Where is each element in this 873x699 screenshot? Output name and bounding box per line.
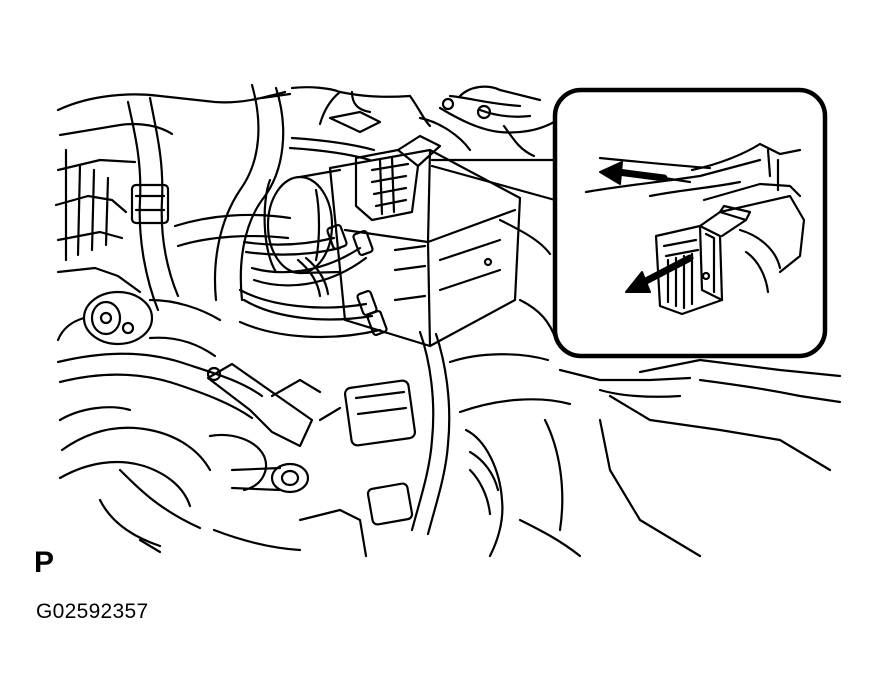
inset-connector-plug [654, 204, 752, 316]
pull-out-arrow [625, 254, 694, 293]
engine-bay-right [448, 218, 842, 558]
engine-bay-background [54, 83, 368, 558]
brake-line-fittings [238, 224, 388, 339]
top-hoses [290, 85, 542, 158]
connector-detail-inset [552, 87, 828, 359]
release-arrow [599, 161, 692, 185]
view-label: P [34, 546, 55, 579]
figure-code: G02592357 [36, 600, 149, 623]
callout-leader [430, 158, 557, 202]
actuator-assembly [238, 90, 556, 536]
actuator-connector [354, 134, 442, 222]
